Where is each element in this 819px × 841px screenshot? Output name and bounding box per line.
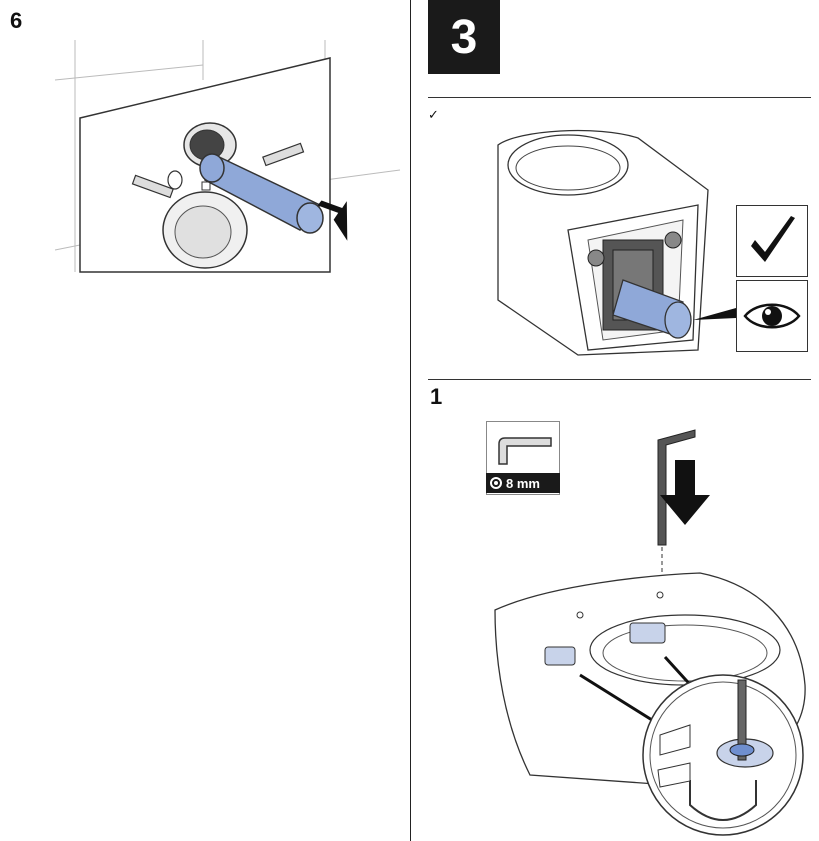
- hex-key-icon: [498, 437, 552, 465]
- socket-icon: [490, 477, 502, 489]
- tool-size-label: 8 mm: [486, 473, 560, 493]
- push-arrow-icon: [317, 200, 348, 241]
- blue-pipe-end: [612, 279, 692, 339]
- section-rule-bottom: [428, 379, 811, 380]
- section-rule-top: [428, 97, 811, 98]
- eye-panel: [736, 280, 808, 352]
- illustration-toilet-check: [497, 129, 736, 356]
- down-arrow-icon: [660, 460, 710, 525]
- step-number-1: 1: [430, 384, 443, 409]
- eye-icon: [743, 303, 801, 329]
- step-badge-3: 3: [428, 0, 500, 74]
- column-divider: [410, 0, 411, 841]
- detail-magnifier: [642, 674, 804, 836]
- tool-size-text: 8 mm: [506, 475, 540, 491]
- checkmark-icon: [751, 216, 795, 262]
- check-panel: [736, 205, 808, 277]
- illustration-pipe-insertion: [54, 40, 401, 273]
- illustration-seat-bolt: [494, 429, 806, 836]
- step-number-6: 6: [10, 8, 23, 33]
- mounting-bolts: [131, 142, 305, 199]
- check-symbol: ✓: [428, 108, 439, 123]
- seat-bolts: [544, 622, 666, 666]
- blue-pipe: [199, 153, 324, 234]
